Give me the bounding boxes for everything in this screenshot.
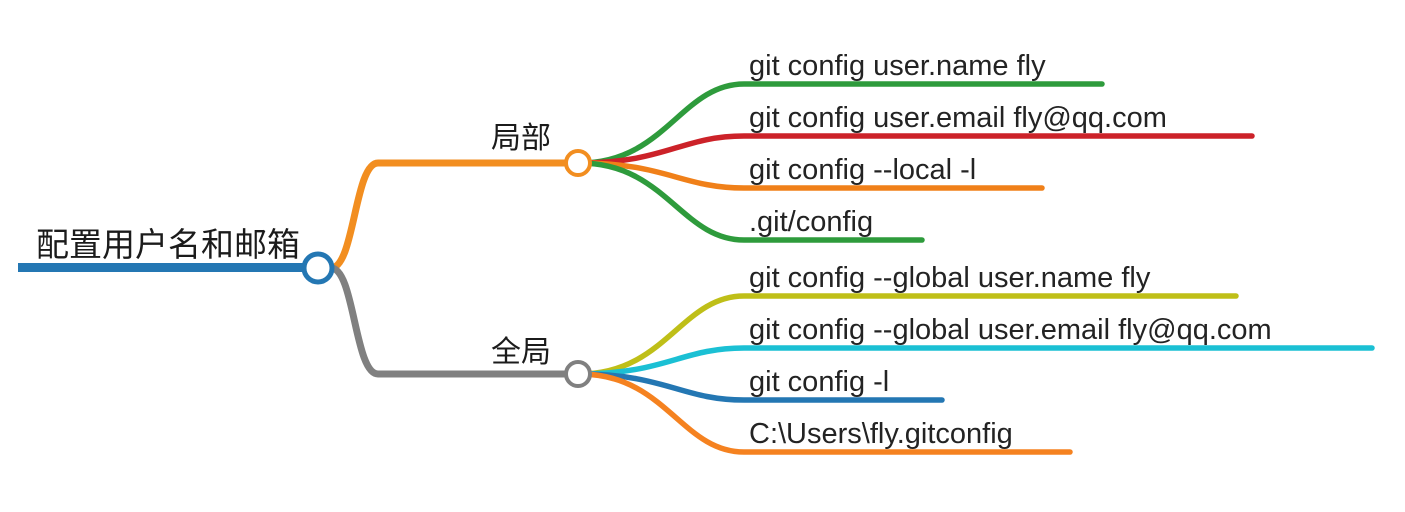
leaf-label-local-2[interactable]: git config user.email fly@qq.com bbox=[749, 102, 1167, 134]
leaf-connector-global-2 bbox=[577, 345, 1375, 377]
trunk-connector-global bbox=[327, 264, 570, 378]
branch-node-global[interactable] bbox=[564, 360, 592, 388]
trunk-connector-local bbox=[327, 159, 570, 272]
root-node-label[interactable]: 配置用户名和邮箱 bbox=[36, 226, 300, 263]
leaf-connector-local-4 bbox=[577, 160, 925, 243]
leaf-label-global-2[interactable]: git config --global user.email fly@qq.co… bbox=[749, 314, 1272, 346]
branch-label-local[interactable]: 局部 bbox=[491, 122, 551, 155]
leaf-label-global-3[interactable]: git config -l bbox=[749, 366, 890, 398]
root-underline-bar bbox=[18, 263, 320, 272]
leaf-label-global-1[interactable]: git config --global user.name fly bbox=[749, 262, 1151, 294]
leaf-label-global-4[interactable]: C:\Users\fly.gitconfig bbox=[749, 418, 1013, 450]
leaf-connector-global-4 bbox=[577, 371, 1073, 455]
branch-node-local[interactable] bbox=[564, 149, 592, 177]
leaf-label-local-3[interactable]: git config --local -l bbox=[749, 154, 977, 186]
root-node-circle[interactable] bbox=[301, 251, 335, 285]
branch-label-global[interactable]: 全局 bbox=[491, 336, 551, 369]
leaf-label-local-4[interactable]: .git/config bbox=[749, 206, 874, 238]
leaf-label-local-1[interactable]: git config user.name fly bbox=[749, 50, 1046, 82]
